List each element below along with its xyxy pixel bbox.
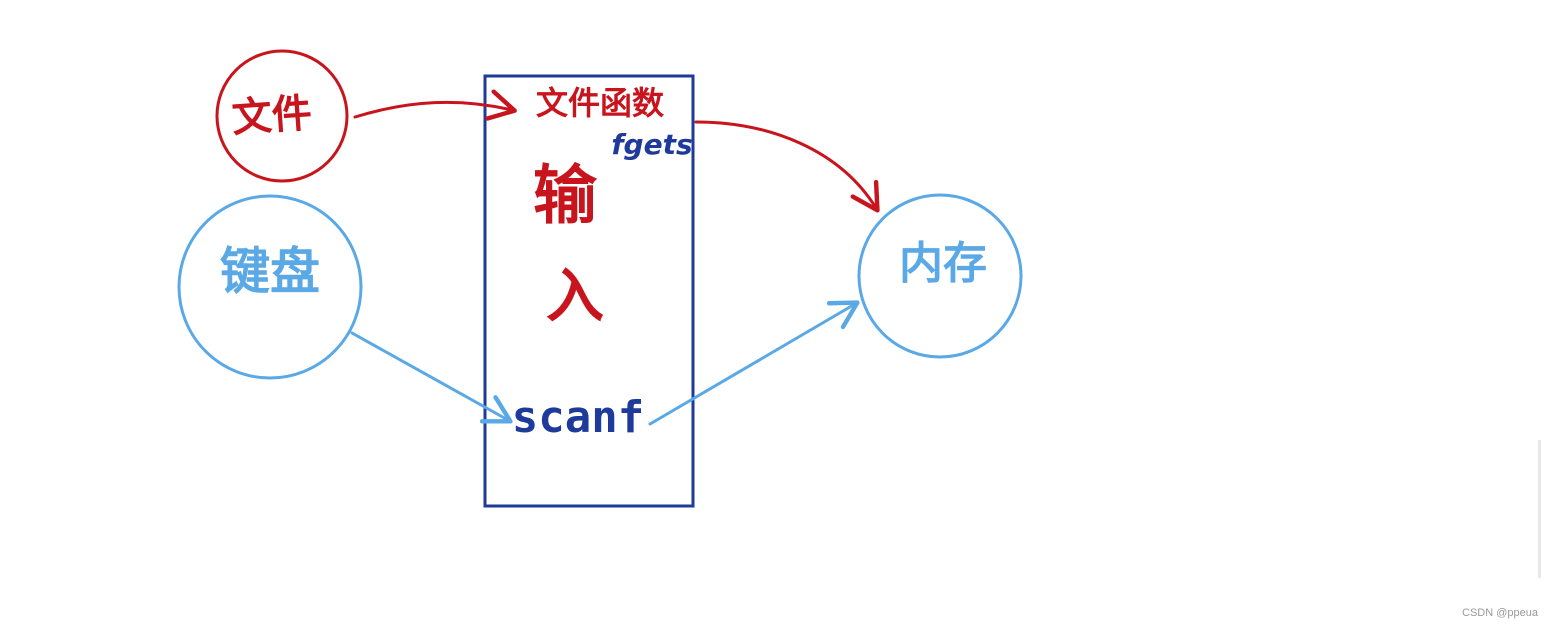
keyboard-label: 键盘 <box>220 243 320 301</box>
arrow-scanf-to-memory <box>648 300 860 426</box>
input-char-2: 入 <box>546 262 604 330</box>
input-char-1: 输 <box>533 160 598 234</box>
scanf-label: scanf <box>512 392 644 443</box>
input-box-frame <box>483 74 695 508</box>
arrow-file-to-box <box>353 89 517 121</box>
input-box: 文件函数 fgets 输 入 scanf <box>483 74 695 508</box>
file-label: 文件 <box>230 90 313 141</box>
file-function-label: 文件函数 <box>536 84 665 122</box>
memory-label: 内存 <box>899 238 987 289</box>
fgets-label: fgets <box>611 128 692 161</box>
memory-node: 内存 <box>857 193 1023 359</box>
watermark: CSDN @ppeua <box>1462 607 1538 619</box>
memory-circle <box>857 193 1023 359</box>
scrollbar-thumb[interactable] <box>1538 440 1541 578</box>
keyboard-node: 键盘 <box>177 194 363 380</box>
file-node: 文件 <box>215 49 349 183</box>
file-circle <box>215 49 349 183</box>
arrow-box-to-memory <box>694 120 880 213</box>
arrow-keyboard-to-scanf <box>350 331 513 424</box>
keyboard-circle <box>177 194 363 380</box>
